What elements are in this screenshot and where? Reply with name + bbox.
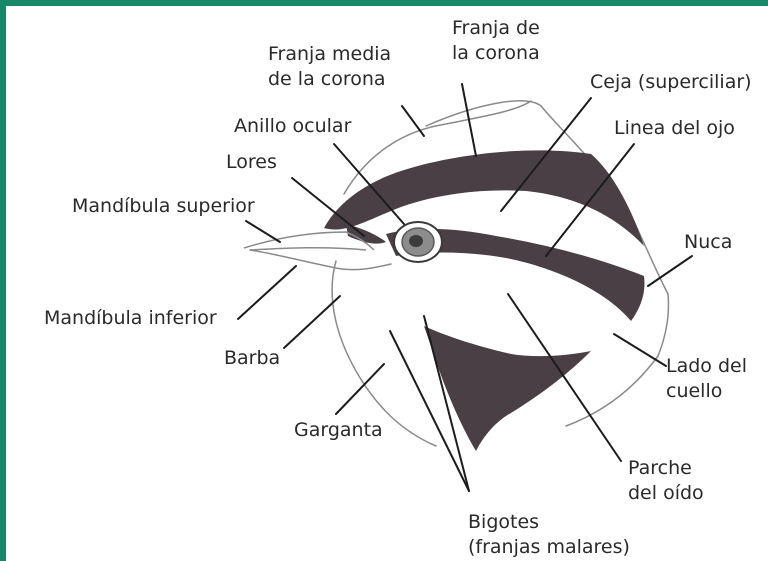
leader-mandibula-inferior (237, 265, 297, 320)
label-ceja: Ceja (superciliar) (590, 71, 752, 93)
head-outline-crest (425, 100, 669, 295)
upper-mandible (243, 231, 375, 251)
leader-linea-ojo (545, 143, 635, 257)
leader-bigotes-1 (389, 330, 470, 492)
beak-gape (249, 246, 367, 251)
label-bigotes: Bigotes(franjas malares) (468, 511, 630, 558)
crown-stripe (324, 150, 644, 246)
label-barba: Barba (224, 347, 281, 369)
leader-lores (291, 177, 365, 237)
eye-line-stripe (386, 228, 645, 321)
leader-nuca (647, 255, 693, 287)
label-mandibula-inferior: Mandíbula inferior (44, 307, 217, 329)
head-outline-nape (657, 293, 670, 357)
leader-franja-media (401, 105, 425, 137)
throat-outline (331, 260, 437, 447)
lower-mandible-outline (249, 249, 392, 271)
leader-ceja (500, 97, 592, 212)
leader-parche-oido (507, 293, 622, 462)
leader-barba (283, 295, 341, 349)
label-nuca: Nuca (684, 231, 733, 253)
leader-anillo (333, 143, 405, 225)
leader-bigotes-2 (423, 315, 470, 492)
neck-outline (565, 355, 659, 427)
eye-group (393, 221, 443, 263)
leader-lado-cuello (613, 333, 667, 367)
label-anillo-ocular: Anillo ocular (234, 115, 352, 137)
label-garganta: Garganta (294, 419, 383, 441)
label-lores: Lores (226, 151, 277, 173)
head-outline-top (343, 100, 532, 195)
malar-stripe (424, 326, 591, 451)
bird-head-illustration (237, 83, 693, 492)
label-mandibula-superior: Mandíbula superior (72, 195, 255, 217)
leader-franja-corona (461, 83, 477, 157)
eye-pupil (409, 235, 423, 247)
label-linea-ojo: Linea del ojo (614, 117, 735, 139)
leader-garganta (335, 363, 385, 415)
leader-mandibula-superior (245, 220, 281, 243)
